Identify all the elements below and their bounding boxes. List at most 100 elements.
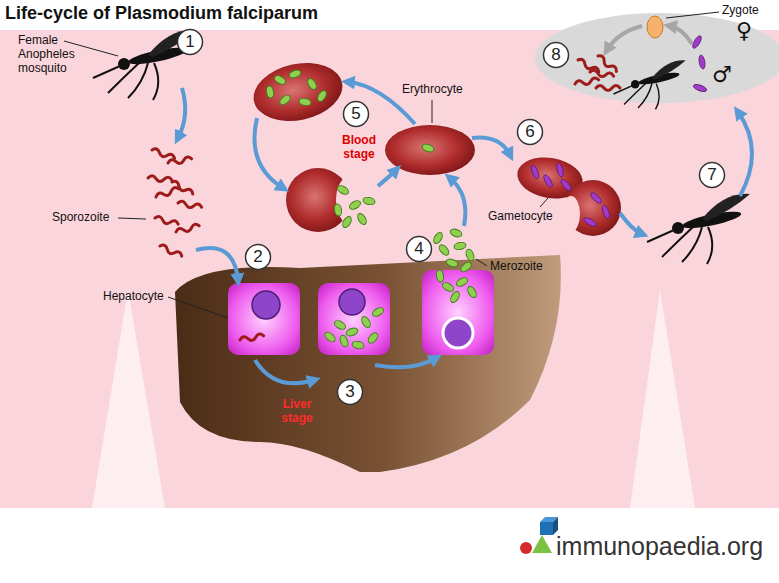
callout-ring [700, 163, 725, 188]
erythrocytes [248, 55, 621, 236]
mosquito-gut-part [607, 26, 642, 50]
hepatocytes-part [432, 231, 444, 245]
stage-heading: Liver stage [272, 398, 322, 426]
hepatocytes-part [422, 270, 494, 355]
hepatocytes-part [466, 285, 478, 299]
stage-label: Sporozoite [52, 211, 109, 225]
erythrocytes-part [341, 215, 353, 229]
erythrocytes-part [278, 93, 292, 106]
sporozoites-part [159, 244, 183, 259]
hepatocytes-part [453, 242, 466, 251]
hepatocytes-part [449, 290, 461, 304]
callout-number: 4 [414, 240, 423, 258]
hepatocytes-part [252, 291, 280, 319]
leader-lines-part [666, 12, 719, 18]
mosquito-gut-part [596, 86, 620, 91]
cycle-arrows-part [255, 360, 314, 383]
body-background-part [630, 290, 695, 508]
callout-circle: 8 [542, 41, 570, 69]
leader-lines-part [168, 297, 228, 318]
stage-label: Zygote [722, 4, 759, 18]
callout-circle: 5 [342, 100, 370, 128]
hepatocytes-part [371, 306, 385, 318]
mosquito-gut-part [575, 77, 600, 86]
mosquitoes-part [647, 194, 750, 264]
hepatocytes-part [436, 269, 445, 282]
cell-label: Erythrocyte [402, 83, 463, 97]
species-label: Female Anopheles mosquito [18, 34, 90, 75]
erythrocytes-part [530, 164, 540, 179]
hepatocytes-part [455, 276, 469, 288]
callout-circle: 6 [516, 118, 544, 146]
cycle-arrows-part [472, 138, 510, 155]
callout-ring [407, 237, 432, 262]
erythrocytes-part [555, 163, 564, 178]
sporozoites-part [168, 156, 193, 165]
callout-ring [544, 43, 569, 68]
hepatocytes-part [437, 243, 450, 257]
hepatocytes-part [445, 258, 459, 269]
mosquito-gut-part [698, 55, 706, 70]
callout-ring [338, 380, 363, 405]
erythrocytes-part [385, 125, 475, 175]
erythrocytes-part [542, 174, 554, 189]
mosquito-gut-part [535, 13, 779, 103]
callout-ring [178, 30, 203, 55]
hepatocytes-part [333, 319, 347, 331]
mosquito-gut-part [692, 83, 707, 93]
erythrocytes-part [583, 216, 598, 228]
callout-number: 2 [253, 248, 262, 266]
erythrocytes-part [336, 184, 350, 196]
hepatocytes-part [459, 260, 473, 273]
hepatocytes-part [366, 331, 379, 345]
hepatocytes-part [449, 228, 463, 239]
stage-heading: Blood stage [334, 134, 384, 162]
erythrocytes-part [601, 204, 611, 219]
cell-label: Hepatocyte [103, 290, 164, 304]
cycle-arrows-part [375, 358, 436, 367]
sporozoites-part [155, 186, 179, 199]
erythrocytes-part [273, 74, 287, 86]
sex-symbol: ♂ [712, 62, 732, 87]
hepatocytes-part [360, 315, 372, 329]
erythrocytes-part [306, 77, 318, 91]
hepatocytes-part [441, 281, 455, 293]
sporozoites-part [178, 201, 203, 210]
mosquitoes [93, 30, 750, 264]
erythrocytes-part [559, 178, 572, 192]
erythrocytes-part [266, 85, 275, 98]
callout-ring [344, 102, 369, 127]
logo-icon-part [540, 522, 553, 535]
leader-lines-part [476, 259, 487, 266]
erythrocytes-part [316, 89, 328, 103]
hepatocytes-part [351, 341, 364, 350]
hepatocytes-part [443, 318, 473, 348]
hepatocytes-part [345, 327, 359, 338]
callout-number: 5 [351, 105, 360, 123]
erythrocytes-part [248, 55, 348, 128]
erythrocytes-part [421, 143, 435, 154]
hepatocytes-part [318, 283, 390, 355]
hepatocytes-part [465, 248, 476, 262]
cycle-arrows-part [254, 118, 283, 188]
mosquito-gut-part [614, 60, 686, 109]
callout-ring [246, 245, 271, 270]
leader-lines [64, 12, 719, 318]
leader-lines-part [118, 218, 146, 219]
erythrocytes-part [362, 197, 375, 206]
mosquito-gut-part [596, 54, 618, 73]
body-background-part [92, 290, 165, 508]
hepatocytes-part [339, 289, 365, 315]
sporozoites-part [148, 176, 172, 183]
callout-circle: 7 [698, 161, 726, 189]
cycle-arrows-part [178, 88, 185, 138]
logo-icon [520, 517, 558, 554]
liver-part [175, 255, 561, 472]
cycle-arrows-part [378, 170, 396, 186]
hepatocytes-part [323, 330, 337, 343]
mosquito-gut-part [647, 16, 663, 38]
cycle-arrows [178, 82, 752, 383]
erythrocytes-part [334, 203, 343, 216]
